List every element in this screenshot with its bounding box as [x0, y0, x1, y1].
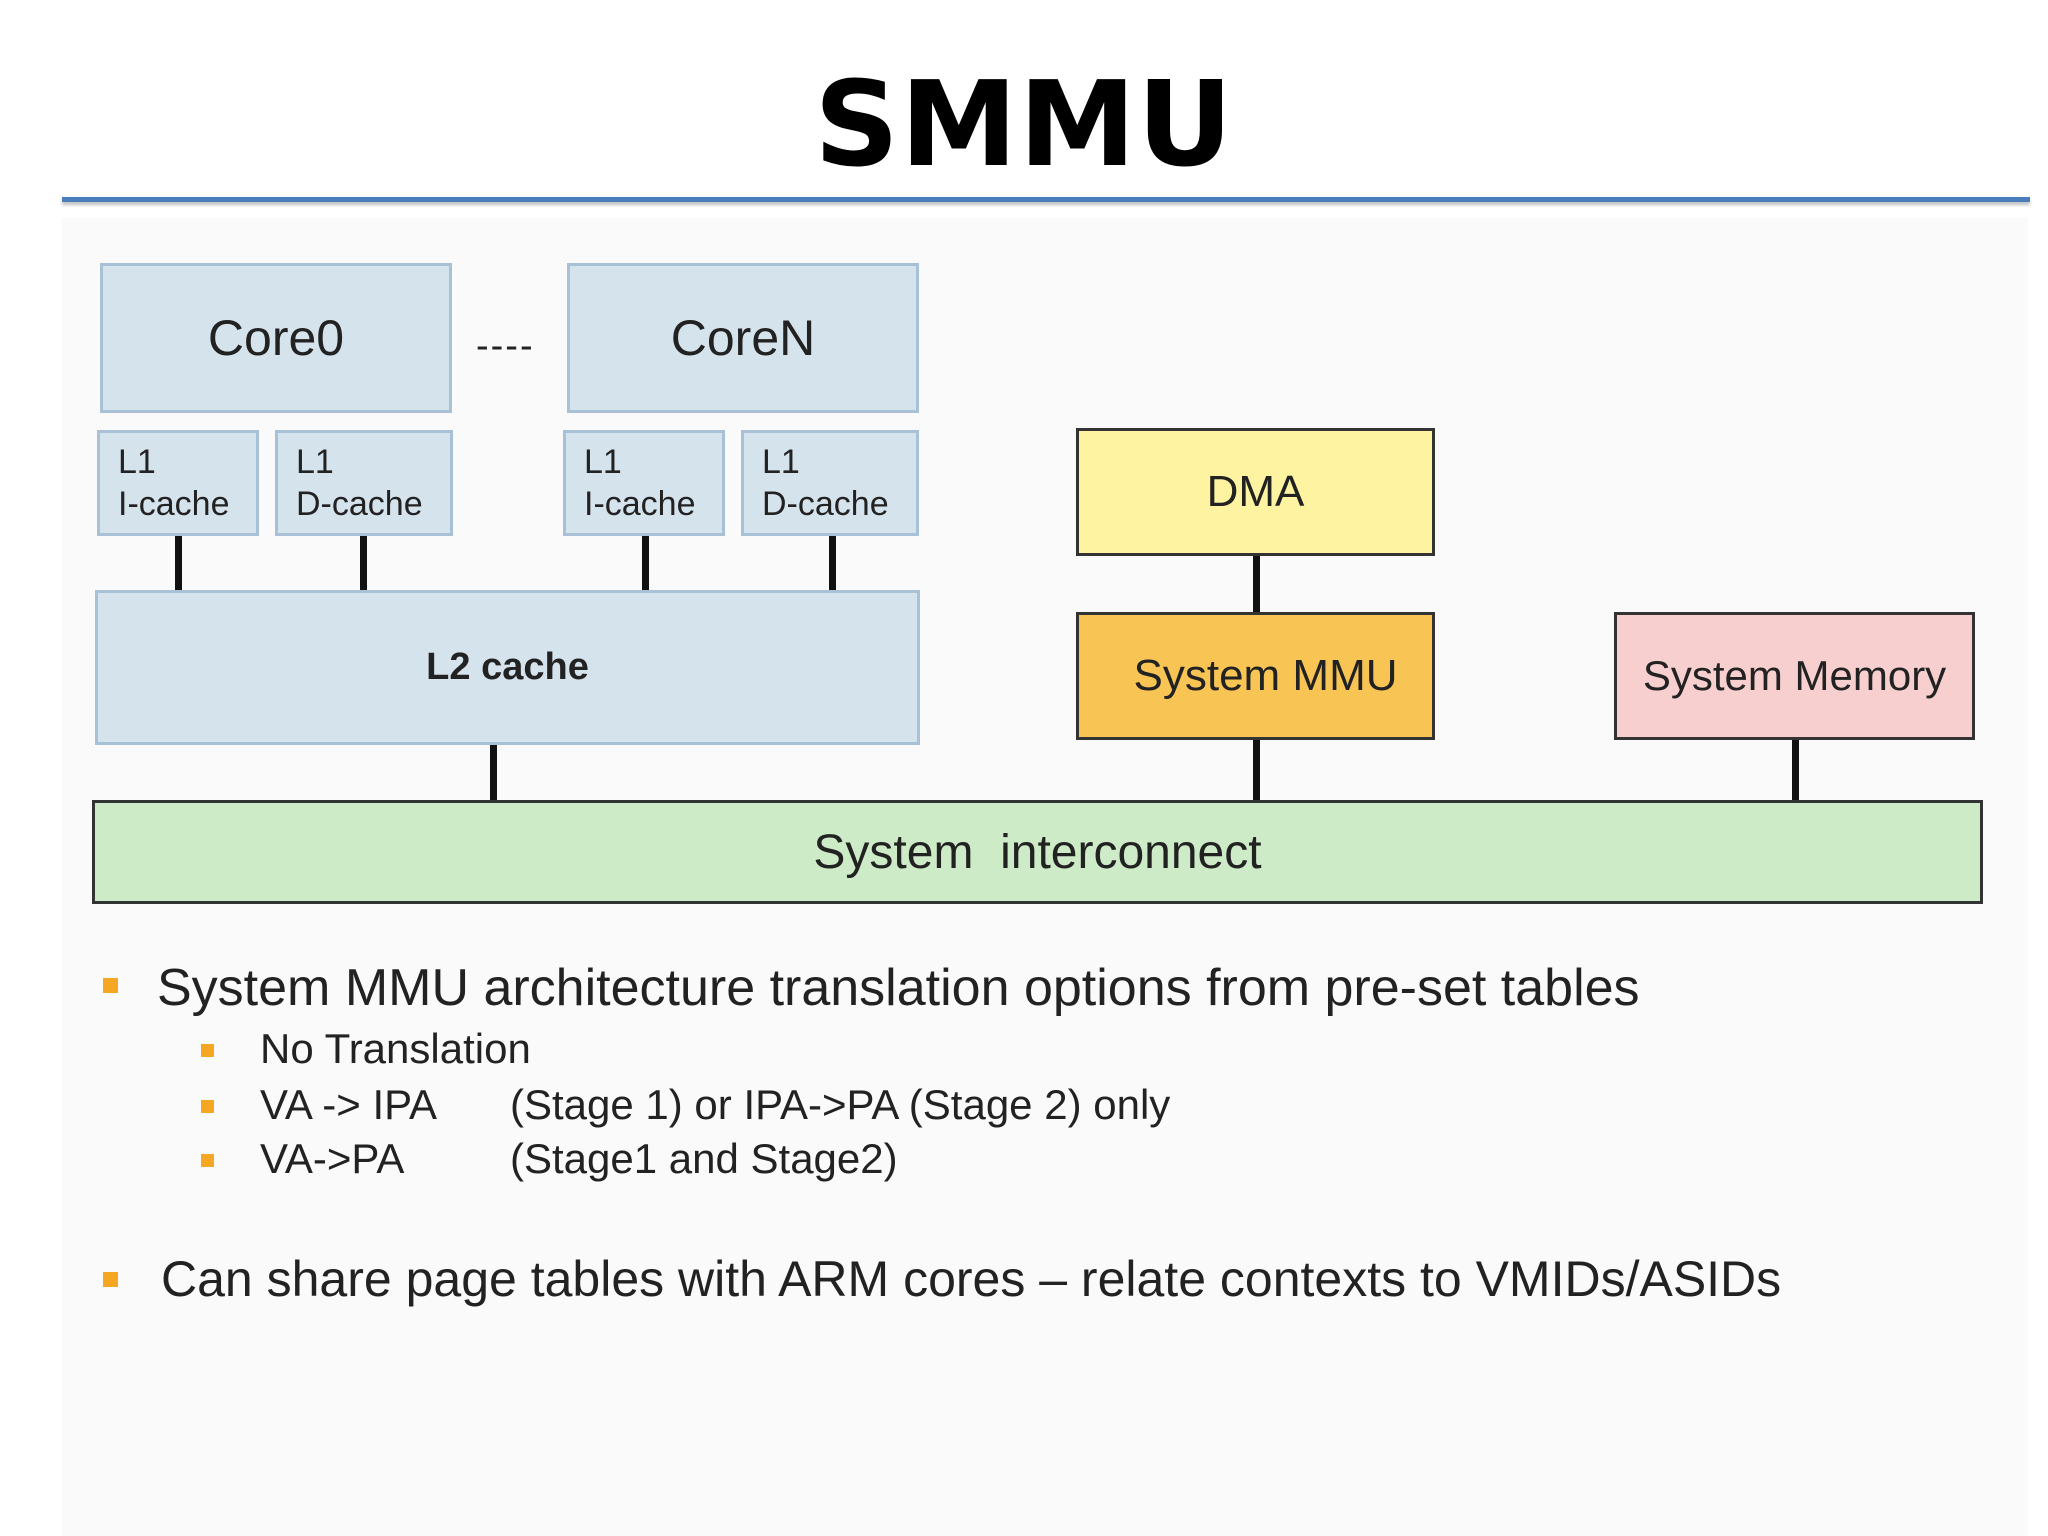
bullet-main-1: System MMU architecture translation opti…: [157, 959, 1640, 1017]
cache-type: D-cache: [762, 485, 889, 523]
l2-cache-box: L2 cache: [95, 590, 920, 745]
dma-box: DMA: [1076, 428, 1435, 556]
core0-box: Core0: [100, 263, 452, 413]
cache-type: I-cache: [118, 485, 230, 523]
sub-bullet-detail: (Stage 1) or IPA->PA (Stage 2) only: [510, 1081, 1171, 1128]
core0-l1-dcache: L1 D-cache: [275, 430, 453, 536]
system-mmu-label: System MMU: [1133, 651, 1398, 700]
bullet-marker: [103, 1272, 118, 1287]
connector-line: [642, 536, 649, 590]
bullet-main-2: Can share page tables with ARM cores – r…: [161, 1251, 1782, 1307]
bullet-marker: [201, 1100, 214, 1113]
cache-level: L1: [296, 443, 334, 481]
cache-level: L1: [762, 443, 800, 481]
system-memory-box: System Memory: [1614, 612, 1975, 740]
coreN-box: CoreN: [567, 263, 919, 413]
core0-label: Core0: [207, 310, 345, 366]
connector-line: [490, 745, 497, 801]
cache-level: L1: [118, 443, 156, 481]
connector-line: [1253, 556, 1260, 612]
sub-bullet-text: VA->PA: [260, 1135, 405, 1182]
sub-bullet-text: No Translation: [260, 1025, 531, 1072]
cache-type: D-cache: [296, 485, 423, 523]
system-interconnect-box: System interconnect: [92, 800, 1983, 904]
sub-bullet-text: VA -> IPA: [260, 1081, 438, 1128]
system-interconnect-label: System interconnect: [813, 825, 1262, 879]
sub-bullet-detail: (Stage1 and Stage2): [510, 1135, 898, 1182]
title-rule: [62, 197, 2030, 202]
bullet-marker: [201, 1154, 214, 1167]
core-ellipsis: ----: [476, 325, 535, 367]
cache-type: I-cache: [584, 485, 696, 523]
cache-level: L1: [584, 443, 622, 481]
bullet-marker: [201, 1044, 214, 1057]
bullet-marker: [103, 978, 118, 993]
coreN-label: CoreN: [670, 310, 816, 366]
connector-line: [1792, 740, 1799, 801]
system-memory-label: System Memory: [1642, 652, 1947, 699]
dma-label: DMA: [1206, 467, 1305, 516]
coreN-l1-icache: L1 I-cache: [563, 430, 725, 536]
connector-line: [175, 536, 182, 590]
connector-line: [360, 536, 367, 590]
l2-cache-label: L2 cache: [426, 646, 589, 688]
core0-l1-icache: L1 I-cache: [97, 430, 259, 536]
coreN-l1-dcache: L1 D-cache: [741, 430, 919, 536]
system-mmu-box: System MMU: [1076, 612, 1435, 740]
connector-line: [829, 536, 836, 590]
slide-title: SMMU: [814, 55, 1234, 193]
connector-line: [1253, 740, 1260, 801]
